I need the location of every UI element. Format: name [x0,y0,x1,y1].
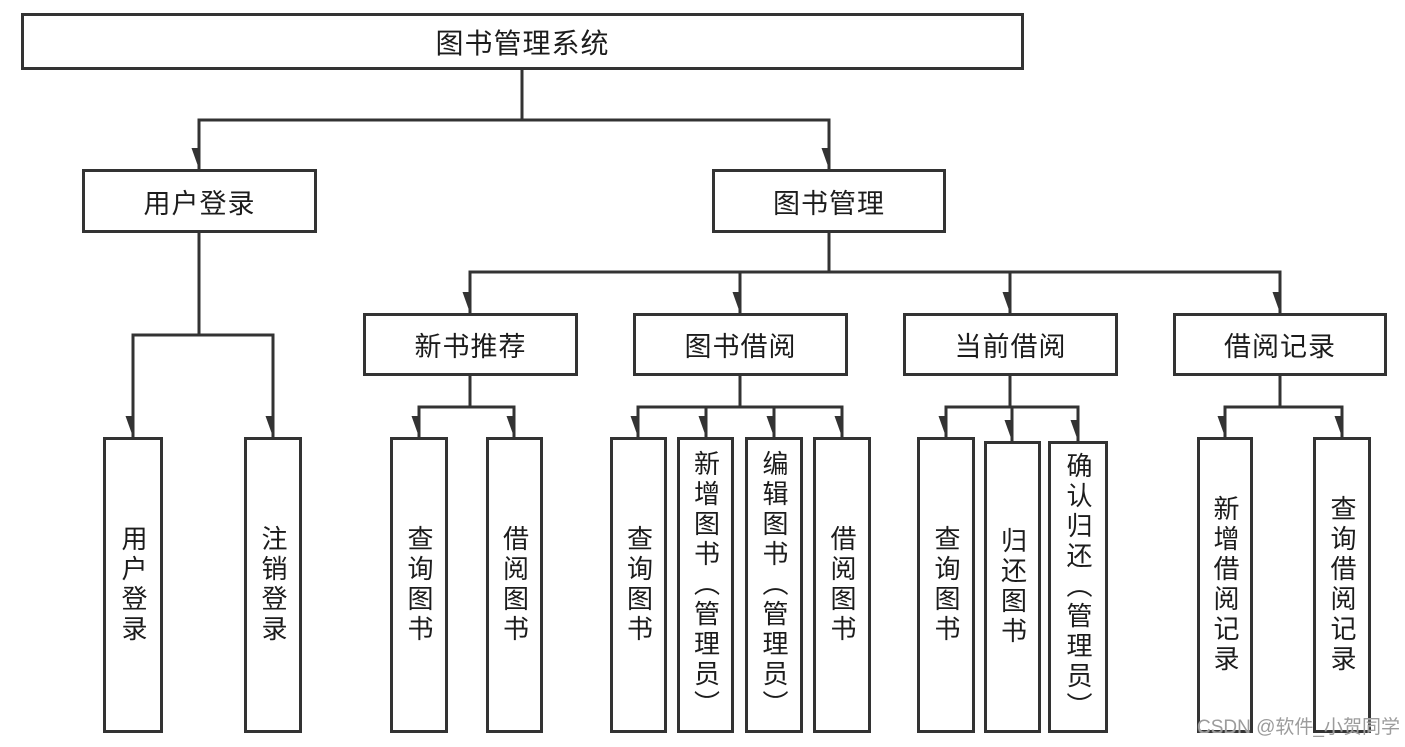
leaf-add-borrow-record: 新增借阅记录 [1197,437,1253,733]
node-label: 图书管理系统 [435,27,610,59]
node-label: 查询图书 [623,525,654,645]
node-label: 确认归还（管理员） [1063,452,1093,722]
leaf-query-borrow-record: 查询借阅记录 [1313,437,1371,733]
leaf-return-books: 归还图书 [984,441,1041,733]
node-label: 查询图书 [931,525,961,645]
node-label: 查询借阅记录 [1327,495,1357,675]
node-label: 注销登录 [258,525,288,645]
node-label: 新增借阅记录 [1210,495,1240,675]
leaf-edit-books-admin: 编辑图书（管理员） [745,437,803,733]
node-label: 归还图书 [997,527,1028,647]
node-current-borrowing: 当前借阅 [903,313,1118,376]
node-new-book-recommend: 新书推荐 [363,313,578,376]
leaf-add-books-admin: 新增图书（管理员） [677,437,734,733]
node-label: 编辑图书（管理员） [759,450,789,720]
node-label: 图书管理 [773,188,885,219]
leaf-query-books-current: 查询图书 [917,437,975,733]
node-book-borrowing: 图书借阅 [633,313,848,376]
node-label: 用户登录 [118,525,148,645]
leaf-user-login: 用户登录 [103,437,163,733]
node-user-login-module: 用户登录 [82,169,317,233]
leaf-confirm-return-admin: 确认归还（管理员） [1048,441,1108,733]
node-label: 当前借阅 [954,332,1067,362]
node-label: 用户登录 [143,188,256,219]
leaf-query-books-borrow: 查询图书 [610,437,667,733]
node-label: 借阅记录 [1224,332,1336,362]
node-label: 借阅图书 [499,525,530,645]
node-label: 查询图书 [404,525,434,645]
leaf-query-books-recommend: 查询图书 [390,437,448,733]
node-borrow-records: 借阅记录 [1173,313,1387,376]
leaf-logout: 注销登录 [244,437,302,733]
node-label: 图书借阅 [684,332,797,362]
node-book-management-module: 图书管理 [712,169,946,233]
node-label: 借阅图书 [827,525,857,645]
leaf-borrow-books: 借阅图书 [813,437,871,733]
leaf-borrow-books-recommend: 借阅图书 [486,437,543,733]
node-label: 新增图书（管理员） [690,450,721,720]
node-system-root: 图书管理系统 [21,13,1024,70]
node-label: 新书推荐 [414,332,527,362]
csdn-watermark: CSDN @软件_小贺同学 [1197,717,1400,738]
